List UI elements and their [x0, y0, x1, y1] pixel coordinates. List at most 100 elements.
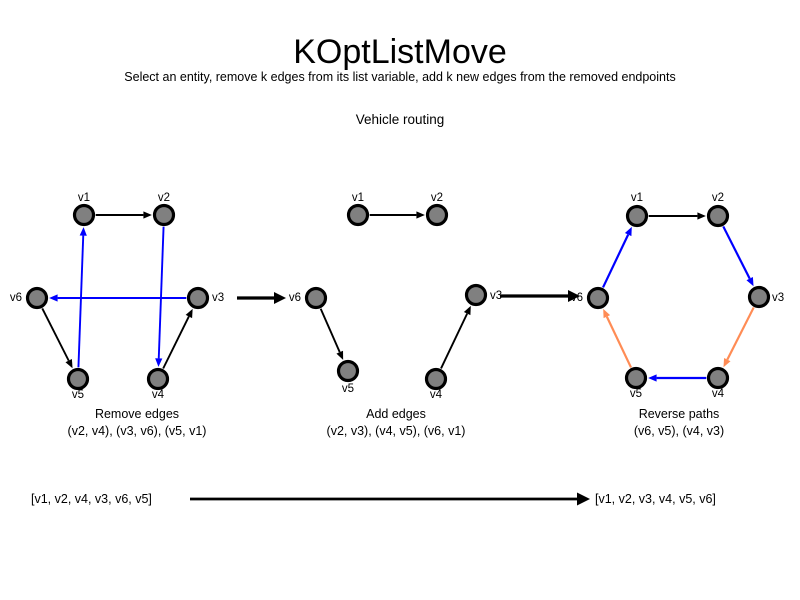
arrowhead: [746, 276, 754, 287]
node-circle-v4[interactable]: [706, 366, 730, 390]
node-label-v4: v4: [430, 389, 443, 401]
panel-remove-caption-detail: (v2, v4), (v3, v6), (v5, v1): [68, 424, 207, 438]
arrowhead: [185, 308, 193, 319]
node-v2[interactable]: v2: [152, 192, 176, 227]
node-v1[interactable]: v1: [346, 192, 370, 227]
node-circle-v2[interactable]: [152, 203, 176, 227]
node-circle-v5[interactable]: [624, 366, 648, 390]
node-v4[interactable]: v4: [424, 367, 448, 402]
edge-shaft: [602, 234, 630, 288]
node-v3[interactable]: v3: [186, 286, 225, 310]
node-v3[interactable]: v3: [464, 283, 503, 307]
edge-v6-to-v1: [602, 226, 632, 288]
node-v5[interactable]: v5: [336, 359, 360, 396]
flow-1: [237, 292, 286, 304]
transform-row: [v1, v2, v4, v3, v6, v5] [v1, v2, v3, v4…: [31, 492, 716, 506]
transform-arrow-line: [190, 492, 590, 506]
node-circle-v2[interactable]: [706, 204, 730, 228]
node-label-v5: v5: [342, 383, 354, 395]
edge-v5-to-v1: [77, 227, 87, 368]
node-v3[interactable]: v3: [747, 285, 785, 309]
arrowhead: [65, 358, 73, 369]
node-circle-v5[interactable]: [336, 359, 360, 383]
node-circle-v3[interactable]: [186, 286, 210, 310]
node-label-v5: v5: [630, 388, 642, 400]
node-v2[interactable]: v2: [706, 192, 730, 228]
node-v4[interactable]: v4: [706, 366, 730, 401]
node-v6[interactable]: v6: [289, 286, 328, 310]
edge-v1-to-v2: [95, 211, 152, 219]
arrowhead: [568, 290, 580, 302]
panel-add-nodes: v1 v2 v6 v3 v5 v4: [289, 192, 502, 401]
section-label: Vehicle routing: [356, 112, 445, 127]
panel-add-caption-title: Add edges: [366, 407, 426, 421]
node-v6[interactable]: v6: [10, 286, 49, 310]
node-v4[interactable]: v4: [146, 367, 170, 402]
edge-v6-to-v5: [319, 308, 344, 360]
node-circle-v3[interactable]: [747, 285, 771, 309]
arrowhead: [155, 358, 163, 367]
arrowhead: [79, 227, 87, 236]
node-label-v4: v4: [152, 389, 165, 401]
node-label-v2: v2: [158, 192, 170, 204]
panel-add-edges: [319, 211, 471, 369]
node-circle-v2[interactable]: [425, 203, 449, 227]
panel-reverse-nodes: v1 v2 v6 v3 v5 v4: [571, 192, 784, 400]
arrowhead: [697, 212, 706, 220]
panel-remove-caption-title: Remove edges: [95, 407, 179, 421]
node-circle-v6[interactable]: [586, 286, 610, 310]
arrowhead: [416, 211, 425, 219]
node-circle-v4[interactable]: [424, 367, 448, 391]
node-label-v3: v3: [772, 292, 784, 304]
arrowhead: [274, 292, 286, 304]
arrowhead: [624, 226, 632, 237]
edge-shaft: [157, 226, 165, 359]
panel-reverse-edges: [602, 212, 755, 382]
arrowhead: [648, 374, 657, 382]
edge-v4-to-v3: [440, 305, 471, 369]
page-subtitle: Select an entity, remove k edges from it…: [124, 70, 675, 84]
edge-v3-to-v6: [49, 294, 187, 302]
node-label-v2: v2: [431, 192, 443, 204]
node-circle-v6[interactable]: [304, 286, 328, 310]
edge-v1-to-v2: [369, 211, 425, 219]
node-label-v4: v4: [712, 388, 725, 400]
edge-shaft: [722, 225, 751, 280]
node-label-v6: v6: [289, 292, 301, 304]
edge-v6-to-v5: [41, 308, 73, 369]
flow-arrows: [237, 290, 580, 304]
node-circle-v5[interactable]: [66, 367, 90, 391]
edge-shaft: [77, 235, 85, 368]
edge-v4-to-v5: [648, 374, 707, 382]
node-circle-v6[interactable]: [25, 286, 49, 310]
transform-arrow: [190, 492, 590, 506]
node-v6[interactable]: v6: [571, 286, 610, 310]
node-v5[interactable]: v5: [624, 366, 648, 401]
node-label-v5: v5: [72, 389, 84, 401]
node-circle-v1[interactable]: [625, 204, 649, 228]
node-v2[interactable]: v2: [425, 192, 449, 227]
node-circle-v4[interactable]: [146, 367, 170, 391]
list-after: [v1, v2, v3, v4, v5, v6]: [595, 492, 716, 506]
edge-v5-to-v6: [603, 308, 632, 368]
arrowhead: [336, 350, 344, 360]
node-v1[interactable]: v1: [72, 192, 96, 227]
edge-v1-to-v2: [648, 212, 706, 220]
edge-shaft: [726, 306, 755, 361]
node-v5[interactable]: v5: [66, 367, 90, 402]
node-circle-v1[interactable]: [346, 203, 370, 227]
node-circle-v3[interactable]: [464, 283, 488, 307]
node-v1[interactable]: v1: [625, 192, 649, 228]
node-label-v1: v1: [78, 192, 90, 204]
arrowhead: [723, 357, 731, 368]
node-label-v3: v3: [490, 290, 502, 302]
page-title: KOptListMove: [293, 33, 507, 71]
edge-shaft: [162, 316, 190, 369]
arrowhead: [603, 308, 611, 319]
node-circle-v1[interactable]: [72, 203, 96, 227]
panel-add-caption-detail: (v2, v3), (v4, v5), (v6, v1): [327, 424, 466, 438]
arrowhead: [463, 305, 471, 316]
